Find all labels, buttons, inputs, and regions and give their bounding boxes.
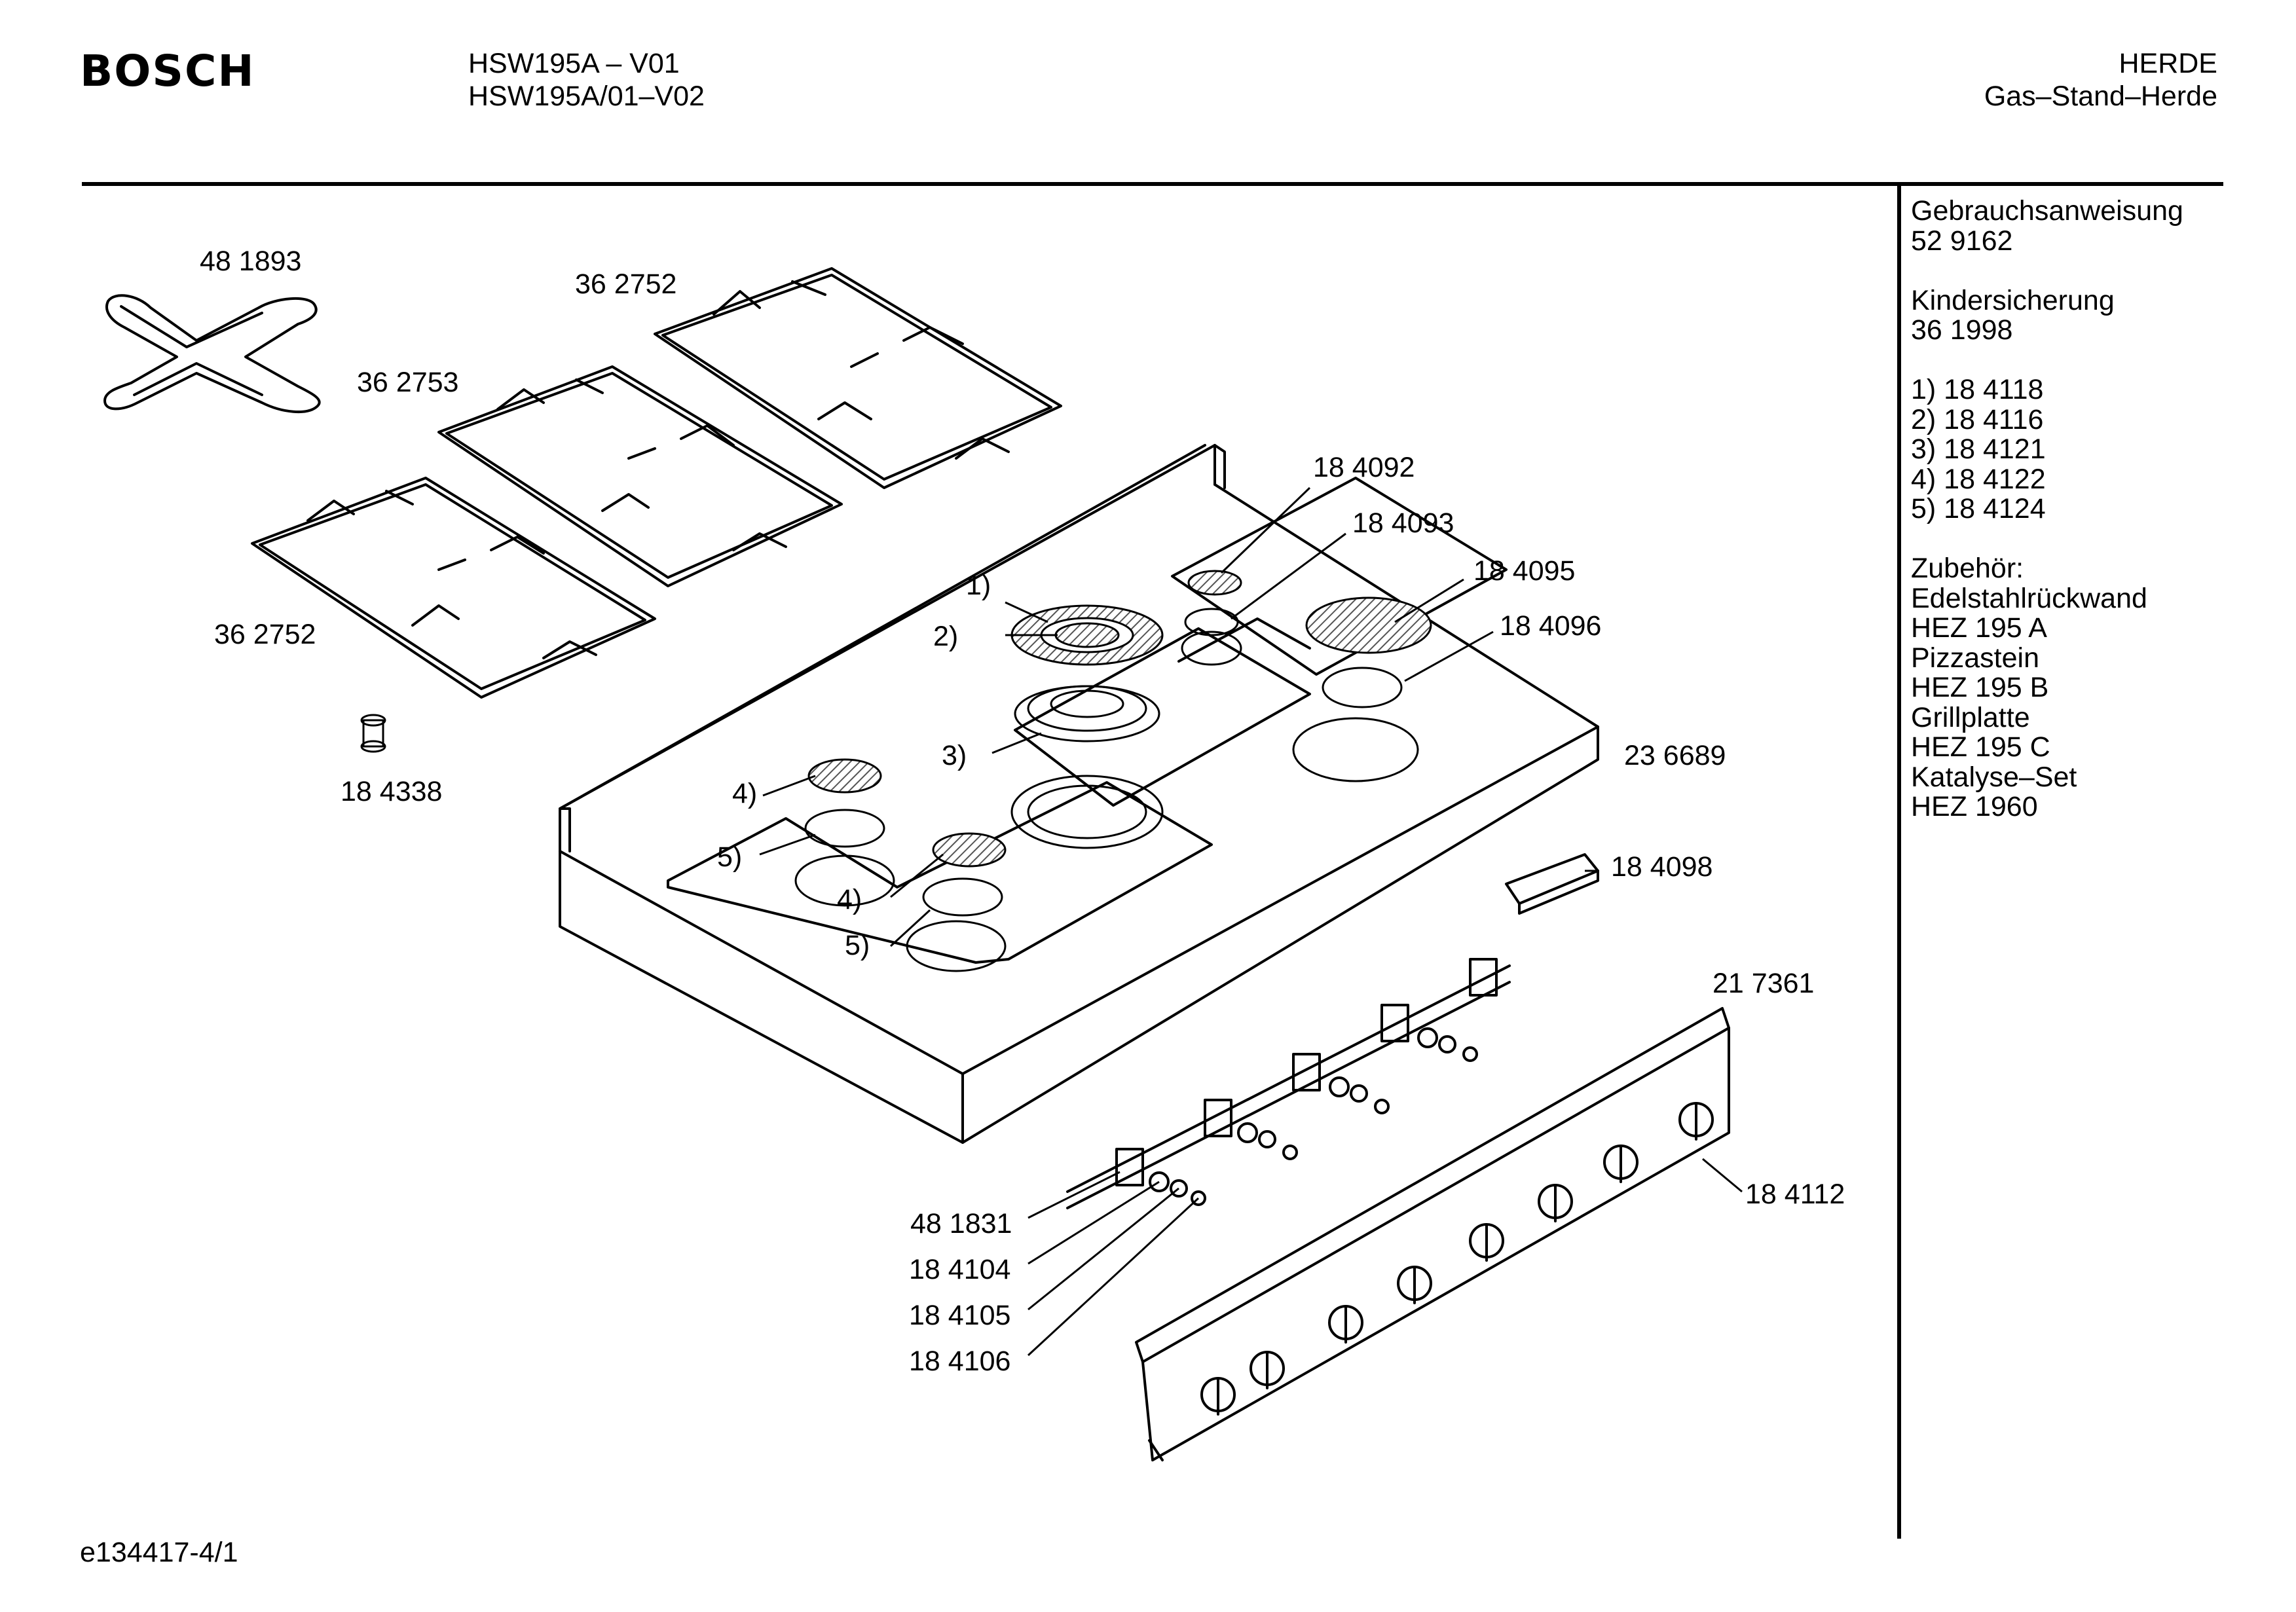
label-18-4096: 18 4096: [1500, 610, 1602, 642]
marker-4b: 4): [837, 884, 862, 915]
sidebar-line: 5) 18 4124: [1911, 493, 2046, 524]
label-foot: 18 4338: [341, 776, 443, 807]
sidebar-line: 36 1998: [1911, 314, 2013, 346]
sidebar-line: [1911, 524, 2183, 555]
category: HERDE: [2119, 48, 2217, 79]
sidebar-line: Grillplatte: [1911, 701, 2030, 733]
label-knob: 18 4112: [1745, 1179, 1845, 1210]
sidebar-line: [1911, 346, 2183, 376]
marker-5a: 5): [717, 841, 743, 873]
label-48-1831: 48 1831: [910, 1208, 1012, 1239]
drawing-id: e134417-4/1: [80, 1537, 238, 1568]
sidebar-line: HEZ 195 B: [1911, 672, 2049, 703]
sidebar-line: 4) 18 4122: [1911, 463, 2046, 495]
sidebar-line: Zubehör:: [1911, 553, 2024, 584]
label-hob: 23 6689: [1624, 740, 1726, 771]
label-18-4106: 18 4106: [909, 1346, 1011, 1377]
label-18-4095: 18 4095: [1473, 555, 1576, 587]
foot-part: [360, 714, 386, 753]
marker-1: 1): [966, 570, 991, 601]
label-18-4104: 18 4104: [909, 1254, 1011, 1285]
label-grid-front-left: 36 2752: [214, 619, 316, 650]
marker-3: 3): [942, 740, 967, 771]
label-18-4093: 18 4093: [1352, 507, 1454, 539]
burner-large-rings: [1010, 604, 1164, 849]
sidebar-line: Pizzastein: [1911, 642, 2039, 674]
sidebar-line: HEZ 1960: [1911, 791, 2038, 822]
sidebar-line: 3) 18 4121: [1911, 433, 2046, 465]
sidebar-line: HEZ 195 A: [1911, 612, 2047, 644]
marker-2: 2): [933, 621, 959, 652]
clip-part: [1505, 853, 1599, 915]
marker-4a: 4): [732, 778, 758, 809]
sidebar-line: Kindersicherung: [1911, 284, 2115, 316]
valve-rail: [1066, 958, 1511, 1209]
label-panel: 21 7361: [1713, 968, 1815, 999]
pan-grid-front-left: [251, 477, 656, 699]
subcategory: Gas–Stand–Herde: [1984, 81, 2217, 112]
sidebar-line: Edelstahlrückwand: [1911, 582, 2147, 614]
leader-lines: [759, 486, 1743, 1357]
brand-logo: BOSCH: [80, 46, 255, 96]
label-clip: 18 4098: [1611, 851, 1713, 883]
label-18-4105: 18 4105: [909, 1300, 1011, 1331]
burner-front: [794, 758, 1007, 972]
pan-grid-back-right: [654, 267, 1062, 489]
sidebar-parts-list: Gebrauchsanweisung 52 9162 Kindersicheru…: [1911, 196, 2183, 822]
sidebar-line: 52 9162: [1911, 225, 2013, 257]
model-line-2: HSW195A/01–V02: [468, 81, 705, 112]
sidebar-line: 1) 18 4118: [1911, 374, 2044, 405]
sidebar-line: HEZ 195 C: [1911, 731, 2050, 763]
label-grid-middle: 36 2753: [357, 367, 459, 398]
label-cross-support: 48 1893: [200, 246, 302, 277]
label-18-4092: 18 4092: [1313, 452, 1415, 483]
label-grid-back-right: 36 2752: [575, 268, 677, 300]
sidebar-line: Gebrauchsanweisung: [1911, 195, 2183, 227]
sidebar-line: [1911, 256, 2183, 286]
pan-grid-middle: [437, 365, 843, 587]
model-line-1: HSW195A – V01: [468, 48, 680, 79]
burner-small-back: [1181, 570, 1432, 782]
cross-support-grid: [103, 294, 321, 414]
sidebar-line: Katalyse–Set: [1911, 761, 2077, 793]
sidebar-line: 2) 18 4116: [1911, 403, 2044, 435]
control-panel: [1135, 1007, 1730, 1461]
marker-5b: 5): [845, 930, 870, 961]
